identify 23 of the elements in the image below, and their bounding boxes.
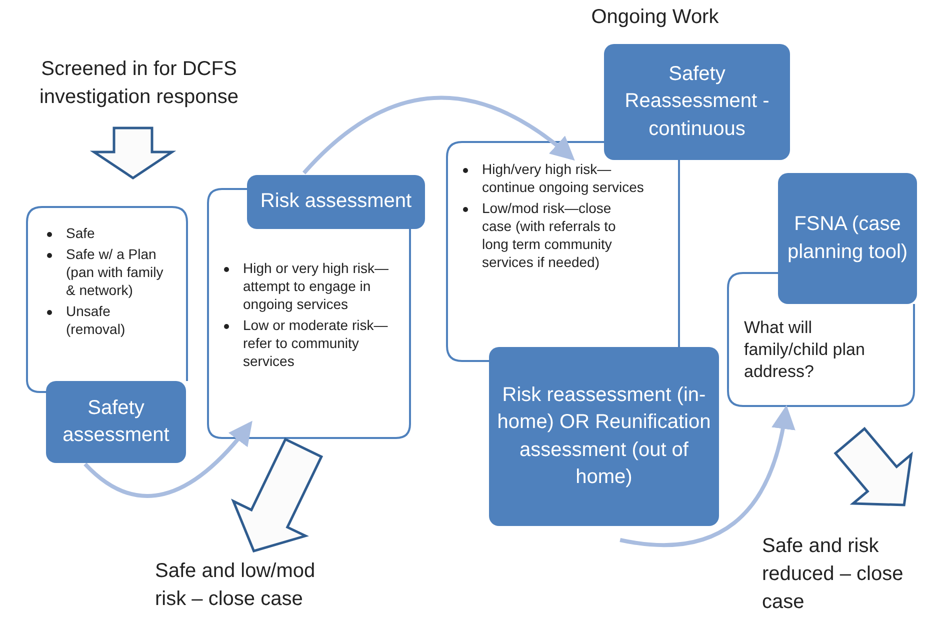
bullet-text: Low or moderate risk— refer to community services (243, 316, 389, 370)
curved-arrow (84, 420, 253, 498)
bullet-text: High/very high risk—continue ongoing services (482, 161, 644, 197)
step-label: Screened in for DCFS investigation response (38, 57, 240, 110)
curved-arrow (620, 405, 795, 548)
process-box: Risk reassessment (in-home) OR Reunification assessment (out of home) (489, 347, 719, 526)
process-box: Safety Reassessment - continuous (604, 44, 790, 160)
question-text: What will family/child plan address? (744, 317, 866, 382)
outcome-label: Safe and risk reduced – close case (762, 534, 904, 615)
block-arrow (90, 126, 176, 180)
process-box: FSNA (case planning tool) (778, 173, 917, 304)
bullet-text: Safe (66, 225, 95, 243)
bullet-text: Unsafe (removal) (66, 302, 126, 338)
bullet-text: Safe w/ a Plan (pan with family & network) (66, 246, 164, 300)
block-arrow (231, 438, 324, 553)
process-box: Safety assessment (46, 381, 186, 463)
outcome-label: Safe and low/mod risk – close case (155, 559, 316, 612)
curved-arrow (302, 96, 575, 174)
process-box: Risk assessment (247, 175, 425, 229)
bullet-text: High or very high risk—attempt to engage in ongoing services (243, 260, 390, 314)
heading-label: Ongoing Work (590, 6, 720, 29)
block-arrow (834, 426, 913, 506)
bullet-text: Low/mod risk—close case (with referrals to long term community services if needed) (482, 200, 617, 272)
